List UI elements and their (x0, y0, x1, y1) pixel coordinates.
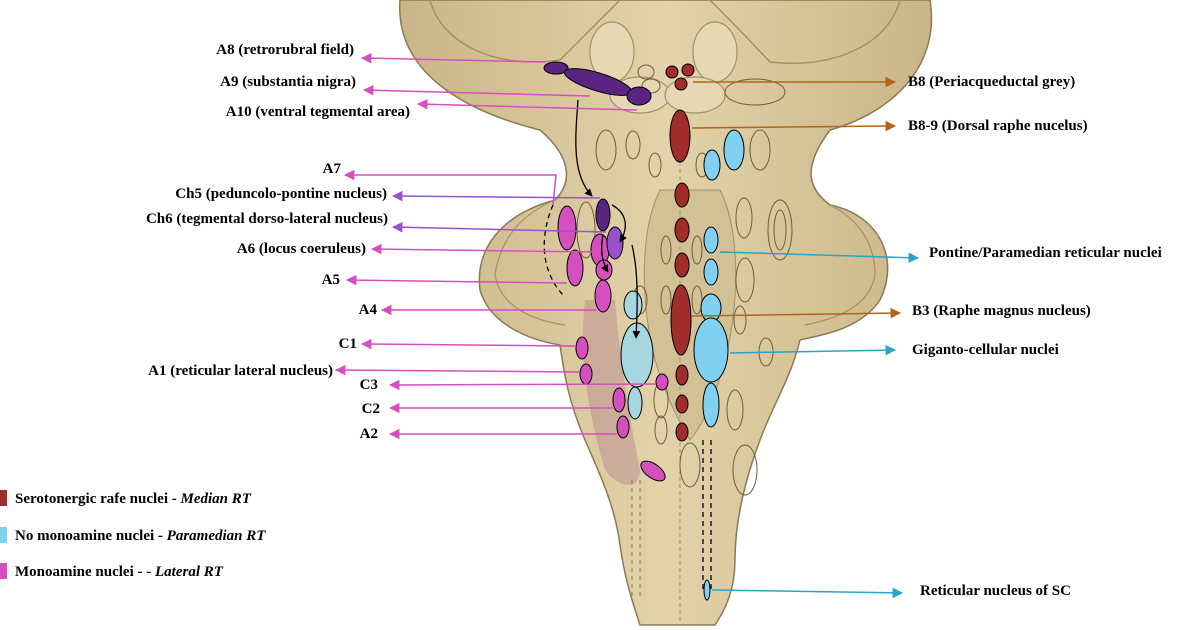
legend-italic: Lateral RT (155, 564, 223, 580)
label-c2: C2 (361, 401, 380, 417)
legend-swatch-pink (0, 563, 7, 579)
monoamine-nuclei (557, 205, 669, 482)
label-a2: A2 (359, 426, 378, 442)
label-a5: A5 (321, 272, 340, 288)
label-ch5: Ch5 (peduncolo-pontine nucleus) (175, 186, 387, 202)
paramedian-nuclei (693, 129, 745, 601)
legend-swatch-blue (0, 527, 7, 543)
left-label-arrows (334, 52, 657, 440)
label-giganto: Giganto-cellular nuclei (912, 342, 1059, 358)
legend-swatch-red (0, 490, 7, 506)
outline-nuclei (576, 64, 793, 496)
label-c1: C1 (338, 336, 357, 352)
label-a9: A9 (substantia nigra) (220, 74, 356, 90)
label-b8: B8 (Periacqueductal grey) (908, 74, 1076, 90)
legend-text: Monoamine nuclei - - (15, 564, 155, 580)
projection-arrows (575, 99, 641, 339)
legend-text: Serotonergic rafe nuclei - (15, 491, 181, 507)
label-a10: A10 (ventral tegmental area) (225, 104, 410, 120)
label-a6: A6 (locus coeruleus) (236, 241, 366, 257)
legend-no-monoamine: No monoamine nuclei - Paramedian RT (0, 527, 265, 545)
label-ch6: Ch6 (tegmental dorso-lateral nucleus) (145, 211, 388, 227)
dopaminergic-nuclei (543, 61, 652, 232)
legend-text: No monoamine nuclei - (15, 528, 167, 544)
label-a4: A4 (358, 302, 377, 318)
label-a1: A1 (reticular lateral nucleus) (148, 363, 333, 379)
legend-italic: Median RT (180, 491, 251, 507)
legend-italic: Paramedian RT (166, 528, 266, 544)
label-a8: A8 (retrorubral field) (216, 42, 354, 58)
label-reticular-sc: Reticular nucleus of SC (920, 583, 1071, 599)
paramedian-nuclei-faint (620, 290, 654, 420)
cholinergic-nuclei (606, 226, 624, 260)
label-a7: A7 (322, 161, 341, 177)
legend-monoamine: Monoamine nuclei - - Lateral RT (0, 563, 223, 581)
legend-serotonergic: Serotonergic rafe nuclei - Median RT (0, 490, 251, 508)
right-label-arrows (691, 76, 920, 599)
label-pontine: Pontine/Paramedian reticular nuclei (929, 245, 1162, 261)
label-c3: C3 (359, 377, 378, 393)
label-b8-9: B8-9 (Dorsal raphe nucelus) (908, 118, 1088, 134)
serotonergic-nuclei (665, 63, 695, 442)
label-b3: B3 (Raphe magnus nucleus) (912, 303, 1091, 319)
faint-dashed-tracts (631, 480, 641, 600)
